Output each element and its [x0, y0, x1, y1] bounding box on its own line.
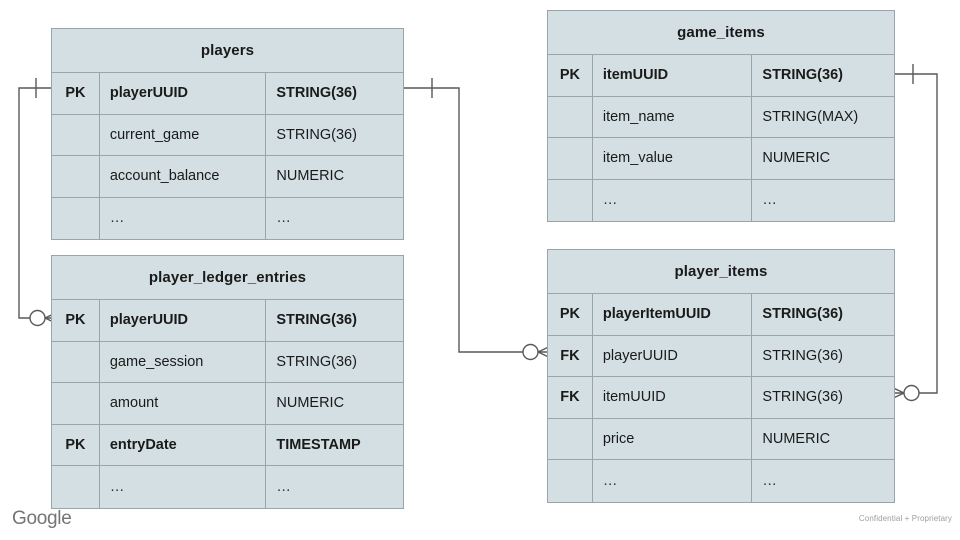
row-field: playerItemUUID — [593, 294, 753, 335]
entity-game-items-header: game_items — [548, 11, 894, 55]
row-type: STRING(36) — [276, 126, 357, 143]
row-key — [548, 418, 593, 459]
relationship-players-to-player-items — [404, 78, 556, 361]
entity-game-items-row-1[interactable]: item_name STRING(MAX) — [548, 96, 894, 138]
row-field: price — [593, 418, 753, 459]
entity-ledger-row-3[interactable]: PK entryDate TIMESTAMP — [52, 424, 403, 466]
entity-player-ledger-entries-header: player_ledger_entries — [52, 256, 403, 300]
entity-players-header: players — [52, 29, 403, 73]
entity-players-row-3[interactable]: … … — [52, 197, 403, 239]
cardinality-zero-circle-player-items-player — [522, 343, 539, 361]
google-logo: Google — [12, 508, 72, 529]
connector-path-players-ledger — [18, 87, 51, 319]
row-field: playerUUID — [593, 335, 753, 376]
entity-ledger-row-2[interactable]: amount NUMERIC — [52, 383, 403, 425]
row-type: NUMERIC — [276, 168, 345, 185]
row-key — [548, 96, 593, 137]
row-field: playerUUID — [100, 73, 267, 114]
row-type: STRING(36) — [762, 389, 843, 406]
connector-path-game-items-player-items — [895, 73, 938, 394]
confidentiality-note: Confidential + Proprietary — [858, 514, 952, 523]
row-key: FK — [548, 335, 593, 376]
row-type: NUMERIC — [276, 395, 345, 412]
entity-player-items-row-0[interactable]: PK playerItemUUID STRING(36) — [548, 294, 894, 336]
row-type: TIMESTAMP — [276, 436, 361, 453]
row-type: STRING(36) — [276, 353, 357, 370]
row-field: account_balance — [100, 156, 267, 197]
entity-ledger-row-0[interactable]: PK playerUUID STRING(36) — [52, 300, 403, 342]
row-key — [52, 341, 100, 382]
row-type: … — [276, 478, 292, 495]
row-field: itemUUID — [593, 55, 753, 96]
row-field: item_value — [593, 138, 753, 179]
entity-player-items-title: player_items — [674, 263, 768, 280]
connector-path-players-player-items — [404, 87, 523, 353]
row-field: … — [593, 179, 753, 221]
row-key — [52, 114, 100, 155]
row-type: NUMERIC — [762, 430, 831, 447]
cardinality-zero-circle-player-items-item — [903, 384, 920, 402]
entity-players-row-2[interactable]: account_balance NUMERIC — [52, 156, 403, 198]
row-field: playerUUID — [100, 300, 267, 341]
entity-ledger-row-1[interactable]: game_session STRING(36) — [52, 341, 403, 383]
entity-player-items-row-2[interactable]: FK itemUUID STRING(36) — [548, 377, 894, 419]
entity-player-items-row-1[interactable]: FK playerUUID STRING(36) — [548, 335, 894, 377]
row-key: PK — [548, 55, 593, 96]
entity-game-items-title: game_items — [677, 24, 765, 41]
entity-players-row-0[interactable]: PK playerUUID STRING(36) — [52, 73, 403, 115]
entity-game-items-row-2[interactable]: item_value NUMERIC — [548, 138, 894, 180]
entity-game-items-row-3[interactable]: … … — [548, 179, 894, 221]
row-field: … — [100, 197, 267, 239]
row-field: current_game — [100, 114, 267, 155]
row-type: … — [762, 472, 778, 489]
row-type: … — [762, 192, 778, 209]
entity-player-ledger-entries-title: player_ledger_entries — [148, 269, 307, 286]
row-key: PK — [52, 424, 100, 465]
row-field: game_session — [100, 341, 267, 382]
entity-player-ledger-entries[interactable]: player_ledger_entries PK playerUUID STRI… — [51, 255, 404, 509]
entity-player-items-row-3[interactable]: price NUMERIC — [548, 418, 894, 460]
cardinality-zero-circle-ledger — [29, 309, 46, 327]
entity-players-row-1[interactable]: current_game STRING(36) — [52, 114, 403, 156]
row-field: amount — [100, 383, 267, 424]
row-key: PK — [52, 73, 100, 114]
row-field: entryDate — [100, 424, 267, 465]
row-key: PK — [52, 300, 100, 341]
row-key: PK — [548, 294, 593, 335]
entity-players-title: players — [200, 42, 255, 59]
row-type: STRING(36) — [762, 347, 843, 364]
row-key — [548, 460, 593, 502]
row-key — [52, 466, 100, 508]
row-field: … — [100, 466, 267, 508]
entity-game-items-row-0[interactable]: PK itemUUID STRING(36) — [548, 55, 894, 97]
row-type: STRING(MAX) — [762, 108, 859, 125]
entity-ledger-row-4[interactable]: … … — [52, 466, 403, 508]
entity-player-items[interactable]: player_items PK playerItemUUID STRING(36… — [547, 249, 895, 503]
row-field: … — [593, 460, 753, 502]
entity-players[interactable]: players PK playerUUID STRING(36) current… — [51, 28, 404, 240]
entity-player-items-row-4[interactable]: … … — [548, 460, 894, 502]
row-type: STRING(36) — [276, 312, 357, 329]
row-key: FK — [548, 377, 593, 418]
row-key — [52, 383, 100, 424]
row-type: STRING(36) — [762, 306, 843, 323]
row-field: item_name — [593, 96, 753, 137]
row-type: STRING(36) — [276, 85, 357, 102]
row-key — [548, 179, 593, 221]
row-key — [548, 138, 593, 179]
row-type: … — [276, 210, 292, 227]
entity-game-items[interactable]: game_items PK itemUUID STRING(36) item_n… — [547, 10, 895, 222]
entity-player-items-header: player_items — [548, 250, 894, 294]
row-type: NUMERIC — [762, 150, 831, 167]
row-type: STRING(36) — [762, 67, 843, 84]
row-field: itemUUID — [593, 377, 753, 418]
row-key — [52, 156, 100, 197]
row-key — [52, 197, 100, 239]
